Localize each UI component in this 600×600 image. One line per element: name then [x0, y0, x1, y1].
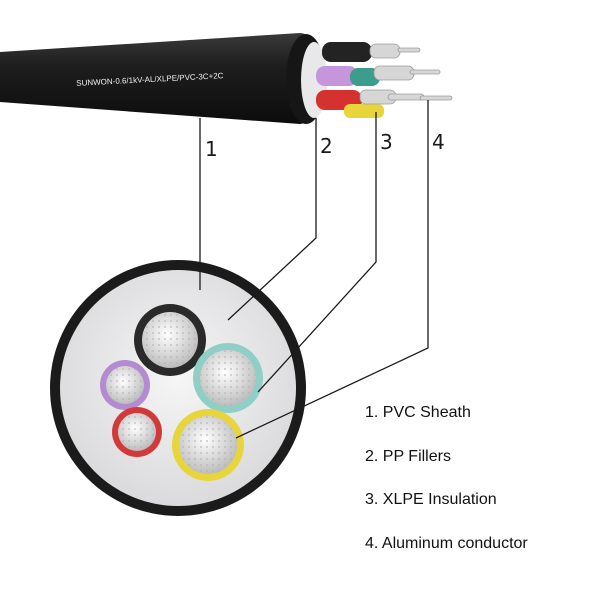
legend-item-1: 1. PVC Sheath [365, 404, 471, 421]
cable-side-view: SUNWON-0.6/1kV-AL/XLPE/PVC-3C+2C [0, 33, 453, 124]
callout-number-1: 1 [205, 137, 218, 161]
core-yellow-side [344, 104, 384, 118]
legend-item-4: 4. Aluminum conductor [365, 535, 528, 552]
callout-number-4: 4 [432, 130, 445, 154]
callout-line-4 [235, 100, 429, 439]
callout-number-3: 3 [380, 130, 393, 154]
core-teal-side [350, 68, 380, 86]
cross-section [50, 260, 306, 516]
exposed-strands [359, 43, 453, 105]
callout-line-2 [227, 118, 317, 321]
cable-sheath-side [0, 33, 320, 124]
legend-item-2: 2. PP Fillers [365, 448, 451, 465]
core-violet-side [316, 66, 358, 86]
callout-line-3 [257, 112, 377, 393]
callout-number-2: 2 [320, 134, 333, 158]
callout-lines [199, 100, 429, 439]
legend-item-3: 3. XLPE Insulation [365, 491, 497, 508]
core-black-side [322, 42, 372, 62]
